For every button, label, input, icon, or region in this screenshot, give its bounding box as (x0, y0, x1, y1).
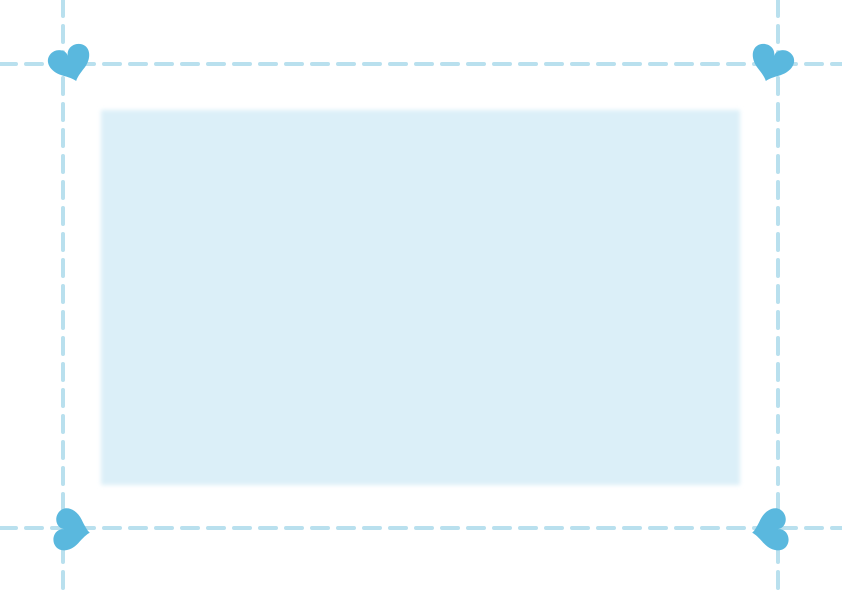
content-panel (101, 110, 740, 485)
